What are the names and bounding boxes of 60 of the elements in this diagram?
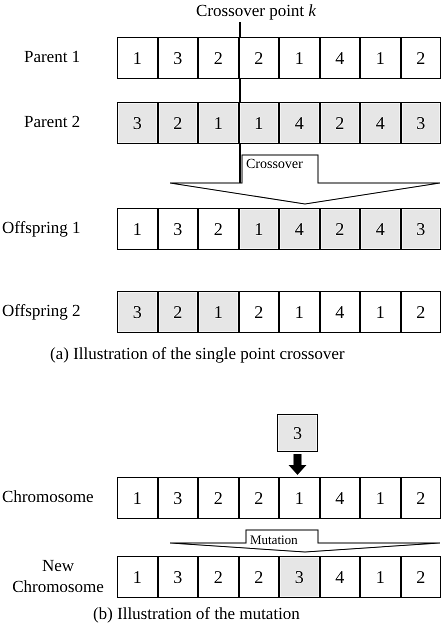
gene-cell: 4 xyxy=(320,291,360,333)
gene-cell: 4 xyxy=(320,37,360,79)
gene-cell: 4 xyxy=(279,208,320,250)
gene-cell: 4 xyxy=(320,477,360,519)
gene-cell: 2 xyxy=(320,102,360,144)
gene-cell: 2 xyxy=(238,291,279,333)
gene-box: 3 xyxy=(277,414,318,452)
row-label: Offspring 2 xyxy=(2,301,81,321)
gene-cell: 1 xyxy=(360,477,400,519)
gene-cell: 3 xyxy=(158,556,198,598)
gene-cell: 1 xyxy=(198,291,238,333)
gene-cell: 1 xyxy=(279,477,320,519)
gene-cell: 2 xyxy=(400,556,441,598)
gene-cell: 4 xyxy=(360,208,400,250)
gene-cell: 1 xyxy=(360,291,400,333)
gene-cell: 2 xyxy=(238,556,279,598)
gene-cell: 3 xyxy=(400,208,441,250)
gene-cell: 2 xyxy=(320,208,360,250)
caption: (a) Illustration of the single point crossover xyxy=(50,344,345,364)
gene-cell: 1 xyxy=(117,208,158,250)
gene-cell: 2 xyxy=(400,291,441,333)
caption: (b) Illustration of the mutation xyxy=(93,604,300,624)
gene-cell: 2 xyxy=(238,477,279,519)
gene-cell: 1 xyxy=(360,556,400,598)
gene-cell: 3 xyxy=(279,556,320,598)
gene-cell: 2 xyxy=(158,102,198,144)
gene-cell: 1 xyxy=(117,556,158,598)
gene-cell: 3 xyxy=(158,477,198,519)
gene-cell: 4 xyxy=(279,102,320,144)
gene-cell: 2 xyxy=(198,208,238,250)
gene-cell: 1 xyxy=(360,37,400,79)
gene-cell: 1 xyxy=(117,37,158,79)
row-label: Offspring 1 xyxy=(2,218,81,238)
gene-cell: 2 xyxy=(400,37,441,79)
gene-cell: 3 xyxy=(158,208,198,250)
row-label: Chromosome xyxy=(2,487,94,507)
gene-cell: 4 xyxy=(320,556,360,598)
arrow xyxy=(288,454,306,475)
gene-cell: 2 xyxy=(158,291,198,333)
gene-cell: 3 xyxy=(117,102,158,144)
gene-cell: 1 xyxy=(238,208,279,250)
gene-cell: 1 xyxy=(279,37,320,79)
gene-cell: 3 xyxy=(158,37,198,79)
gene-cell: 1 xyxy=(117,477,158,519)
gene-cell: 3 xyxy=(117,291,158,333)
gene-cell: 3 xyxy=(400,102,441,144)
gene-cell: 2 xyxy=(400,477,441,519)
annotation: Crossover point k xyxy=(196,1,316,21)
gene-cell: 2 xyxy=(198,556,238,598)
gene-cell: 1 xyxy=(238,102,279,144)
row-label: New Chromosome xyxy=(11,555,105,597)
row-label: Parent 2 xyxy=(24,112,80,132)
gene-cell: 1 xyxy=(279,291,320,333)
gene-cell: 2 xyxy=(238,37,279,79)
gene-cell: 2 xyxy=(198,477,238,519)
edge-label: Mutation xyxy=(250,532,298,548)
gene-cell: 2 xyxy=(198,37,238,79)
gene-cell: 4 xyxy=(360,102,400,144)
gene-cell: 1 xyxy=(198,102,238,144)
row-label: Parent 1 xyxy=(24,47,80,67)
